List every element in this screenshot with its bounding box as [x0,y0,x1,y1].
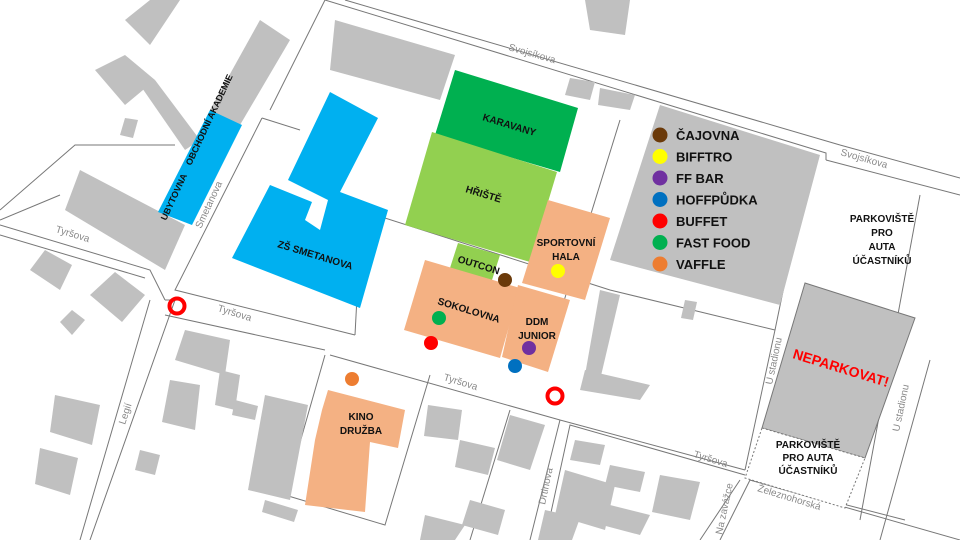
legend-label: HOFFPŮDKA [676,192,758,208]
parking2-label-2: PRO AUTA [782,453,833,464]
legend-label: BIFFTRO [676,150,732,165]
parking1-label-1: PARKOVIŠTĚ [850,212,915,225]
outcon-area[interactable] [450,243,500,280]
kino-label-2: DRUŽBA [340,424,382,437]
ubytovna-area[interactable] [158,110,242,225]
legend: ČAJOVNA BIFFTRO FF BAR HOFFPŮDKA BUFFET FAST … [652,127,758,272]
buffet-marker[interactable] [424,336,438,350]
legend-swatch-icon [652,149,668,164]
legend-swatch-icon [652,256,668,272]
legend-swatch-icon [652,170,668,186]
sportovni-hala-label-2: HALA [552,252,580,263]
parking1-label-3: AUTA [868,242,895,253]
street-tyrsova-3: Tyršova [442,372,479,393]
sokolovna-area[interactable] [404,260,520,358]
ff-bar-marker[interactable] [522,341,536,355]
parking-area-2 [744,427,866,509]
street-tyrsova-1: Tyršova [54,224,91,245]
sportovni-hala-area[interactable] [522,200,610,300]
parking2-label-3: ÚČASTNÍKŮ [779,463,838,477]
hoffpudka-marker[interactable] [508,359,522,373]
karavany-area[interactable] [435,70,578,172]
legend-swatch-icon [652,127,668,143]
street-na-zavazce: Na zavážce [714,482,736,536]
legend-label: BUFFET [676,214,727,229]
street-tyrsova-4: Tyršova [692,449,729,470]
legend-label: FF BAR [676,171,724,186]
legend-label: ČAJOVNA [676,128,740,143]
sportovni-hala-label-1: SPORTOVNÍ [537,236,596,249]
street-drtinova: Drtinova [537,466,556,505]
parking2-label-1: PARKOVIŠTĚ [776,438,841,451]
cajovna-marker[interactable] [498,273,512,287]
parking1-label-4: ÚČASTNÍKŮ [853,253,912,267]
ddm-junior-area[interactable] [502,285,570,372]
street-svojsikova-1: Svojsíkova [507,42,557,66]
street-tyrsova-2: Tyršova [216,303,253,324]
bus-stop-icon [545,386,565,406]
legend-swatch-icon [652,213,668,229]
bus-stop-icon [167,296,187,316]
street-svojsikova-2: Svojsíkova [839,147,889,171]
hriste-area[interactable] [405,132,557,262]
zs-smetanova-area[interactable] [232,92,388,308]
street-u-stadionu-2: U stadionu [891,384,912,433]
legend-swatch-icon [652,235,668,250]
legend-swatch-icon [652,192,668,207]
kino-label-1: KINO [349,412,374,423]
ddm-label-2: JUNIOR [518,331,557,342]
kino-druzba-area[interactable] [305,390,405,512]
vendor-markers [345,264,565,386]
vaffle-marker[interactable] [345,372,359,386]
parking1-label-2: PRO [871,228,893,239]
ddm-label-1: DDM [526,317,549,328]
legend-label: VAFFLE [676,257,726,272]
legend-label: FAST FOOD [676,236,750,251]
bifftro-marker[interactable] [551,264,565,278]
fast-food-marker[interactable] [432,311,446,325]
